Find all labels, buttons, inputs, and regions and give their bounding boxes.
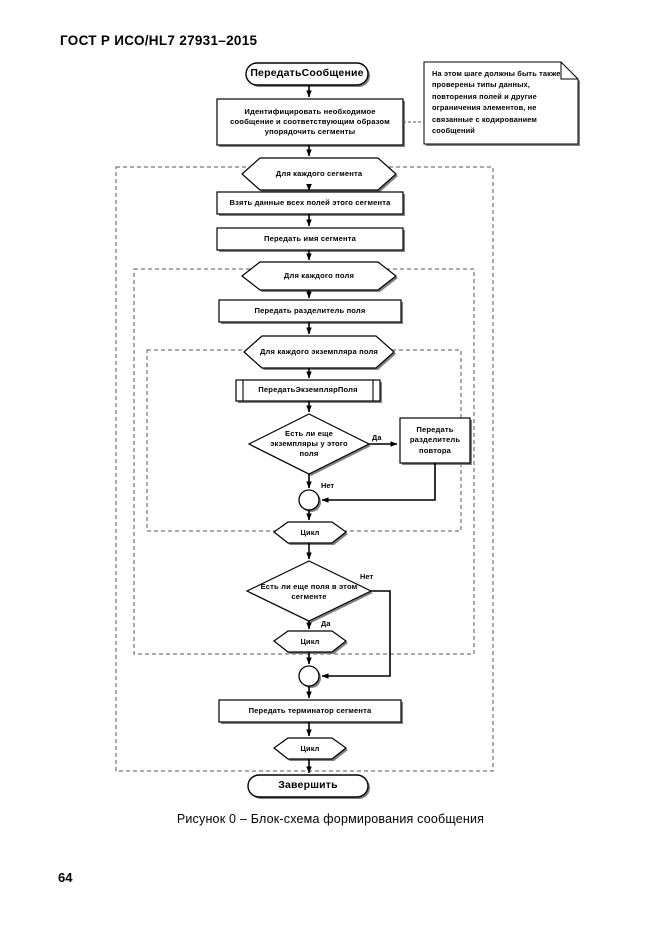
- loop-frame-segment: [115, 166, 494, 772]
- identify-shape: [216, 98, 404, 146]
- node-identify[interactable]: Идентифицировать необходимое сообщение и…: [230, 106, 390, 136]
- node-send-field-instance[interactable]: ПередатьЭкземплярПоля: [258, 385, 358, 395]
- node-note: На этом шаге должны быть также проверены…: [432, 69, 561, 136]
- merge-field-shape: [298, 665, 320, 687]
- node-send-segment-terminator[interactable]: Передать терминатор сегмента: [248, 705, 372, 715]
- node-for-each-field[interactable]: Для каждого поля: [283, 270, 355, 280]
- end-shape: [247, 774, 369, 798]
- edge-label-fields-no: Нет: [360, 572, 374, 581]
- for-each-instance-shape: [243, 335, 395, 369]
- edge-label-instances-no: Нет: [321, 481, 335, 490]
- node-start[interactable]: ПередатьСообщение: [250, 67, 364, 80]
- flow-connectors: [306, 85, 436, 774]
- send-field-instance-shape: [235, 379, 381, 402]
- merge-instance-shape: [298, 489, 320, 511]
- node-for-each-segment[interactable]: Для каждого сегмента: [275, 168, 363, 178]
- take-fields-shape: [216, 191, 404, 215]
- node-loop-instance-end[interactable]: Цикл: [300, 527, 320, 537]
- send-segment-name-shape: [216, 227, 404, 251]
- node-more-fields[interactable]: Есть ли еще поля в этом сегменте: [260, 581, 358, 601]
- node-take-fields[interactable]: Взять данные всех полей этого сегмента: [229, 197, 391, 207]
- for-each-field-shape: [241, 261, 397, 291]
- edge-repeatsep-back-to-merge: [321, 463, 436, 503]
- node-loop-field-end[interactable]: Цикл: [300, 636, 320, 646]
- document-header: ГОСТ Р ИСО/HL7 27931–2015: [60, 33, 258, 48]
- send-segment-terminator-shape: [218, 699, 402, 723]
- loop-instance-end-shape: [272, 521, 348, 544]
- figure-caption: Рисунок 0 – Блок-схема формирования сооб…: [176, 812, 485, 826]
- edge-label-fields-yes: Да: [321, 619, 331, 628]
- send-field-separator-shape: [218, 299, 402, 323]
- node-end[interactable]: Завершить: [278, 779, 338, 792]
- edge-label-instances-yes: Да: [372, 433, 382, 442]
- node-send-field-separator[interactable]: Передать разделитель поля: [254, 305, 366, 315]
- start-shape: [245, 62, 369, 86]
- send-repeat-separator-shape: [399, 417, 471, 464]
- loop-segment-end-shape: [272, 737, 348, 760]
- loop-field-end-shape: [272, 630, 348, 653]
- note-fold: [560, 62, 578, 80]
- node-send-repeat-separator[interactable]: Передать разделитель повтора: [409, 425, 461, 455]
- node-send-segment-name[interactable]: Передать имя сегмента: [263, 233, 357, 243]
- note-shape: [423, 61, 579, 145]
- node-more-instances[interactable]: Есть ли еще экземпляры у этого поля: [270, 428, 348, 458]
- edge-fields-no-back-to-merge: [321, 590, 391, 679]
- for-each-segment-shape: [241, 157, 397, 191]
- node-for-each-instance[interactable]: Для каждого экземпляра поля: [259, 346, 378, 356]
- node-loop-segment-end[interactable]: Цикл: [300, 743, 320, 753]
- page-number: 64: [58, 870, 73, 885]
